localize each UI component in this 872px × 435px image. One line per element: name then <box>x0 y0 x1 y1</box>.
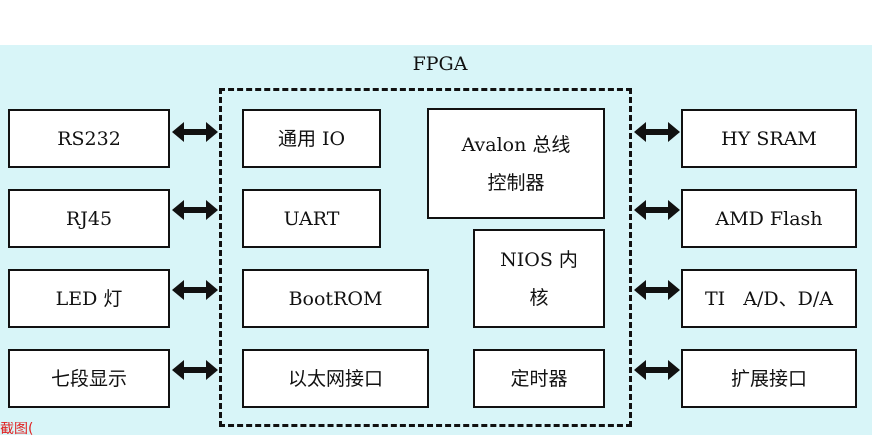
uart-box: UART <box>242 189 381 248</box>
nios-core-box: NIOS 内 核 <box>473 229 605 328</box>
arrow-hy-sram <box>634 120 680 144</box>
expansion-interface-label: 扩展接口 <box>730 367 807 390</box>
arrow-seven-segment <box>172 358 218 382</box>
timer-label: 定时器 <box>510 367 568 390</box>
ti-adda-box: TI A/D、D/A <box>681 269 857 328</box>
gpio-box: 通用 IO <box>242 109 381 168</box>
nios-label-line1: NIOS 内 <box>500 248 578 271</box>
ti-adda-label: TI A/D、D/A <box>704 287 833 310</box>
bootrom-label: BootROM <box>288 287 383 310</box>
hy-sram-box: HY SRAM <box>681 109 857 168</box>
timer-box: 定时器 <box>473 349 605 408</box>
nios-label-line2: 核 <box>529 286 549 309</box>
footnote: 截图( <box>0 422 34 435</box>
bootrom-box: BootROM <box>242 269 429 328</box>
avalon-label-line2: 控制器 <box>487 171 545 194</box>
expansion-interface-box: 扩展接口 <box>681 349 857 408</box>
fpga-boundary <box>219 88 632 427</box>
gpio-label: 通用 IO <box>277 127 346 150</box>
seven-segment-box: 七段显示 <box>8 349 170 408</box>
arrow-rs232 <box>172 120 218 144</box>
arrow-rj45 <box>172 198 218 222</box>
led-label: LED 灯 <box>55 287 123 310</box>
fpga-label: FPGA <box>412 53 468 75</box>
amd-flash-label: AMD Flash <box>715 207 823 230</box>
rj45-box: RJ45 <box>8 189 170 248</box>
avalon-bus-controller-box: Avalon 总线 控制器 <box>427 108 605 219</box>
seven-segment-label: 七段显示 <box>50 367 127 390</box>
rj45-label: RJ45 <box>65 207 113 230</box>
rs232-box: RS232 <box>8 109 170 168</box>
ethernet-label: 以太网接口 <box>287 367 383 390</box>
uart-label: UART <box>283 207 340 230</box>
arrow-led <box>172 278 218 302</box>
arrow-amd-flash <box>634 198 680 222</box>
avalon-label-line1: Avalon 总线 <box>461 133 571 156</box>
rs232-label: RS232 <box>57 127 121 150</box>
arrow-ti-adda <box>634 278 680 302</box>
led-box: LED 灯 <box>8 269 170 328</box>
ethernet-box: 以太网接口 <box>242 349 429 408</box>
hy-sram-label: HY SRAM <box>721 127 817 150</box>
arrow-expansion-interface <box>634 358 680 382</box>
amd-flash-box: AMD Flash <box>681 189 857 248</box>
